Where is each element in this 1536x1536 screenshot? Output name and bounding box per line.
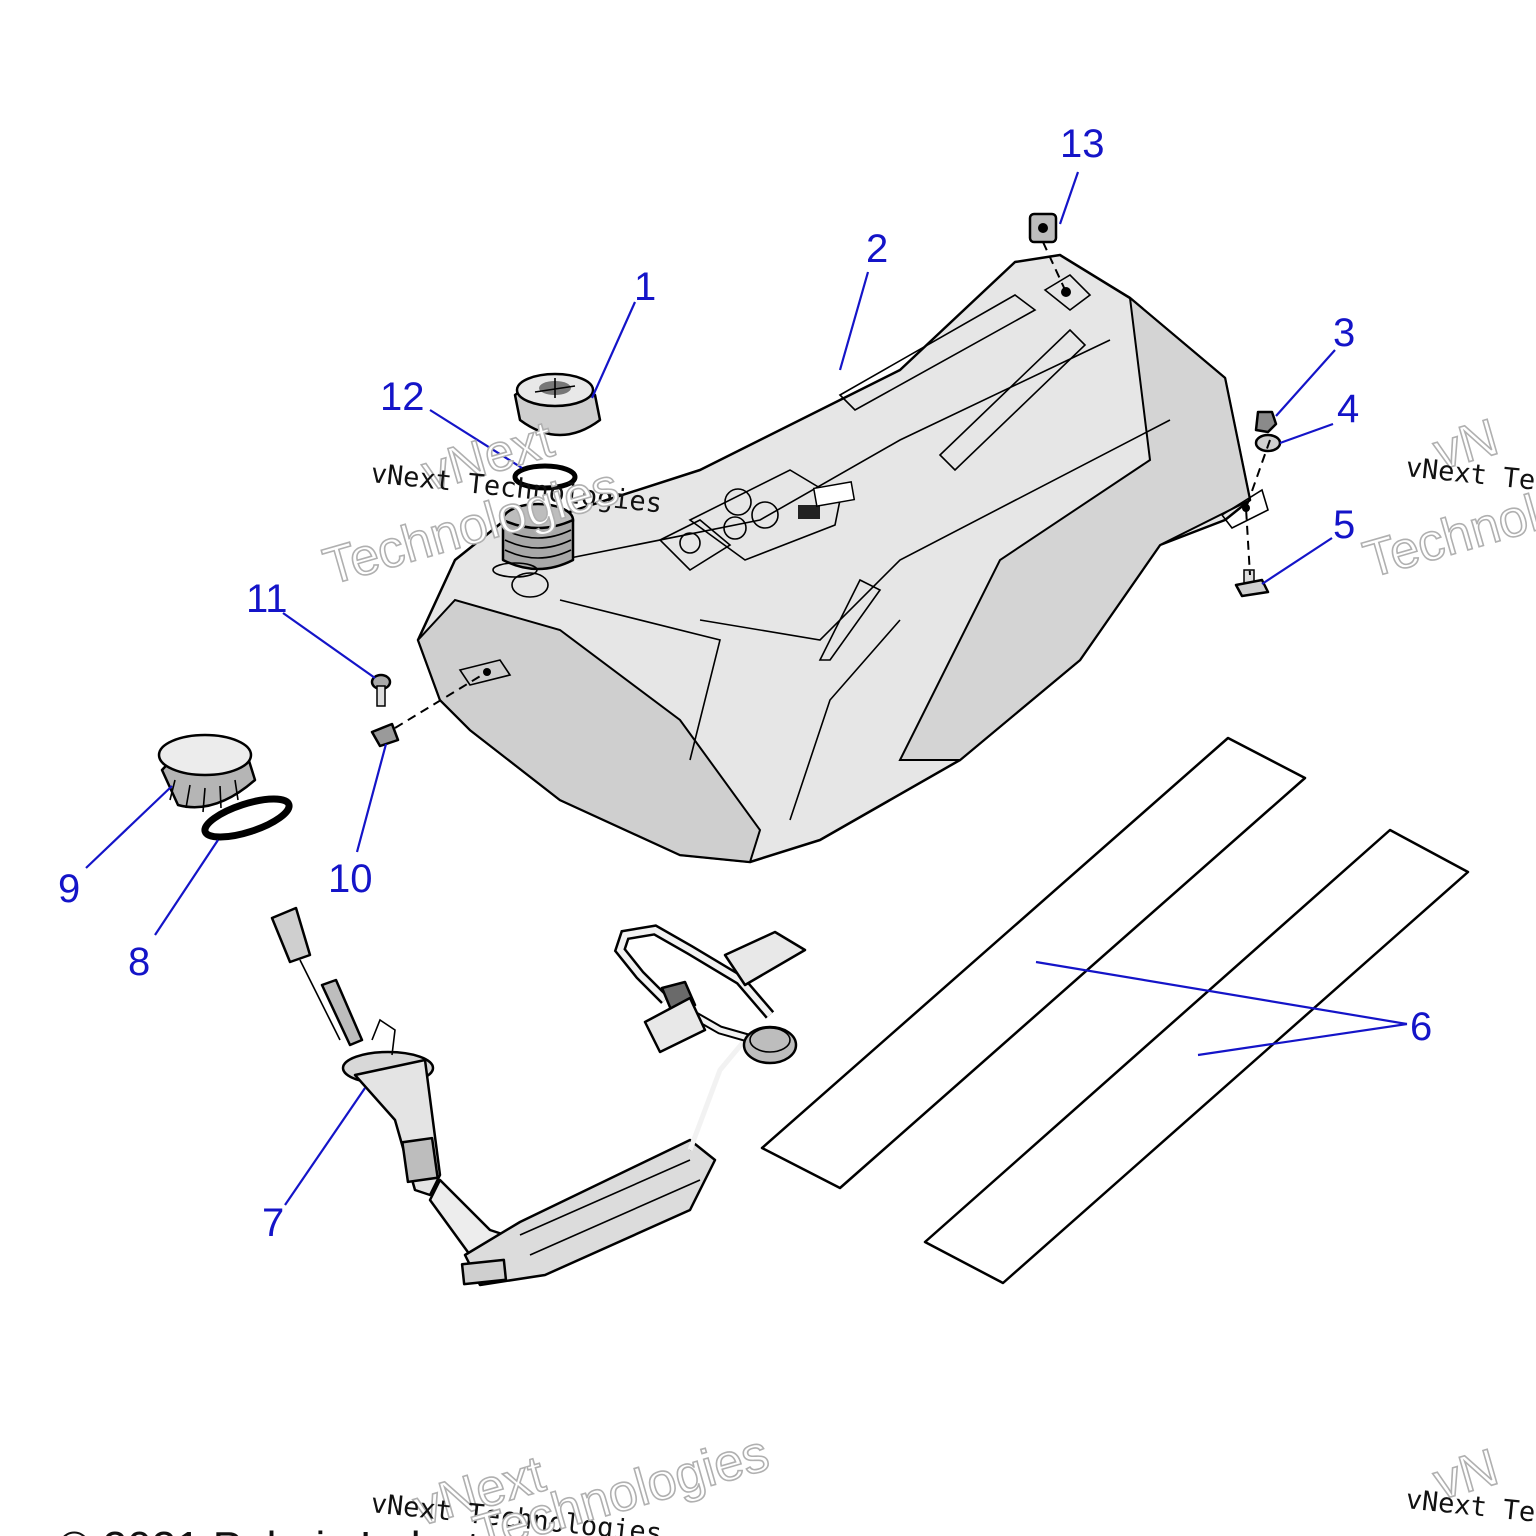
clip-nut bbox=[370, 722, 400, 748]
callout-labels: 1 2 3 4 5 6 7 8 9 10 11 12 13 bbox=[58, 122, 1432, 1245]
callout-8: 8 bbox=[128, 940, 150, 984]
callout-1: 1 bbox=[634, 265, 656, 309]
screw-guide-line bbox=[394, 671, 488, 729]
lock-ring bbox=[157, 733, 257, 813]
cap-gasket bbox=[512, 463, 578, 491]
callout-10: 10 bbox=[328, 857, 373, 901]
callout-6: 6 bbox=[1410, 1005, 1432, 1049]
copyright-notice: © 2021 Polaris Industr bbox=[58, 1523, 494, 1536]
callout-12: 12 bbox=[380, 375, 425, 419]
fuel-cap bbox=[513, 372, 602, 437]
callout-11: 11 bbox=[246, 577, 288, 621]
callout-9: 9 bbox=[58, 867, 80, 911]
callout-3: 3 bbox=[1333, 311, 1355, 355]
fuel-pump-assembly bbox=[270, 906, 807, 1287]
callout-7: 7 bbox=[262, 1201, 284, 1245]
callout-5: 5 bbox=[1333, 503, 1355, 547]
callout-4: 4 bbox=[1337, 387, 1359, 431]
pump-seal bbox=[201, 795, 293, 841]
screw bbox=[370, 673, 392, 707]
callout-13: 13 bbox=[1060, 122, 1105, 166]
tank-pads bbox=[760, 736, 1470, 1285]
tank-clip bbox=[1028, 212, 1058, 244]
mount-bolt bbox=[1234, 569, 1270, 598]
watermark-right-tech: Technol bbox=[1357, 484, 1536, 589]
fuel-tank bbox=[416, 253, 1269, 864]
watermark-bottom-right-mono: vNext Te bbox=[1404, 1484, 1536, 1528]
leader-lines bbox=[85, 171, 1408, 1206]
callout-2: 2 bbox=[866, 227, 888, 271]
clip-guide-line bbox=[1042, 241, 1067, 293]
nut bbox=[1254, 410, 1278, 434]
